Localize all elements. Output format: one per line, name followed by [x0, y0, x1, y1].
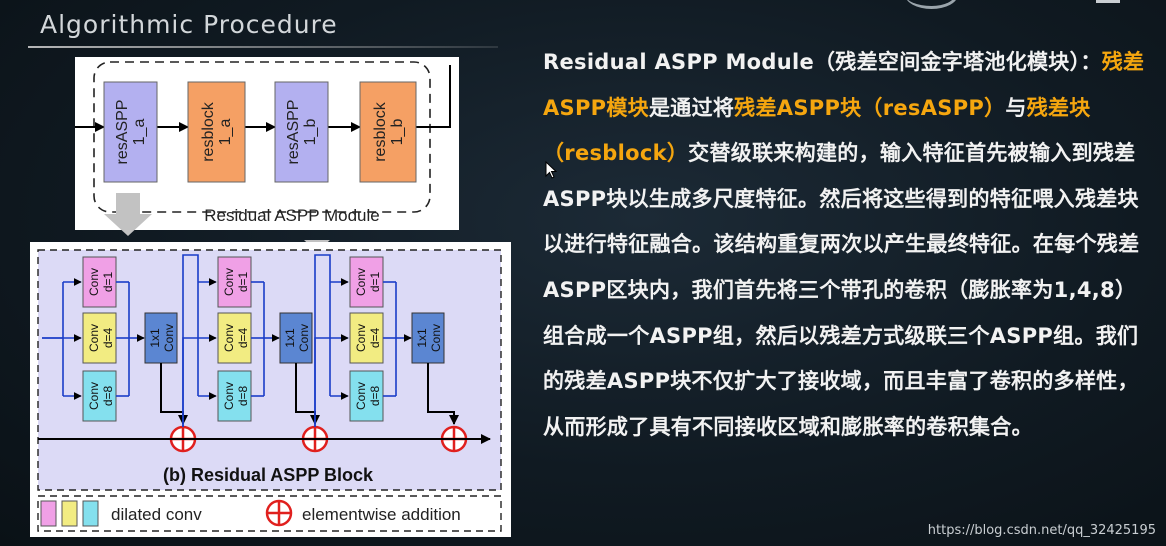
residual-aspp-figure: resASPP1_a resblock1_a resASPP1_b resblo… — [30, 57, 511, 537]
conv-1x1-label: 1x1Conv — [415, 324, 443, 352]
dilated-conv-label: Convd=4 — [87, 324, 115, 352]
gray-arrow-head — [104, 214, 152, 236]
dilated-conv-box — [217, 370, 252, 422]
block-caption: (b) Residual ASPP Block — [163, 465, 374, 485]
resblock-1a-label: resblock1_a — [200, 101, 234, 162]
paragraph-text: 与 — [1005, 95, 1027, 120]
legend-swatch-yellow — [61, 500, 78, 527]
dilated-conv-label: Convd=8 — [354, 382, 382, 410]
legend-add-label: elementwise addition — [302, 505, 461, 524]
conv-1x1-box — [144, 312, 178, 364]
dilated-conv-box — [217, 256, 252, 308]
dilated-conv-label: Convd=8 — [222, 382, 250, 410]
dilated-conv-label: Convd=1 — [354, 268, 382, 296]
paragraph-text: 是通过将 — [648, 95, 735, 120]
title-underline — [28, 46, 498, 48]
dilated-conv-box — [82, 370, 117, 422]
dilated-conv-label: Convd=1 — [222, 268, 250, 296]
mouse-cursor-icon — [545, 161, 557, 179]
dilated-conv-box — [349, 370, 384, 422]
resaspp-1b-block — [274, 81, 329, 183]
conv-1x1-label: 1x1Conv — [283, 324, 311, 352]
csdn-watermark: https://blog.csdn.net/qq_32425195 — [927, 523, 1156, 538]
resblock-1a-block — [187, 81, 246, 183]
module-dashed-border — [93, 61, 431, 213]
legend-dilated-label: dilated conv — [111, 505, 202, 524]
slide-title: Algorithmic Procedure — [40, 10, 338, 39]
highlight-term: 残差ASPP块（resASPP） — [734, 95, 1006, 120]
resblock-1b-label: resblock1_b — [372, 101, 406, 162]
resaspp-1a-block — [103, 81, 158, 183]
resaspp-1a-label: resASPP1_a — [114, 100, 148, 165]
dilated-conv-box — [82, 312, 117, 364]
highlight-term: 残差块（resblock） — [543, 95, 1091, 166]
highlight-term: 残差ASPP模块 — [543, 50, 1145, 120]
legend-swatch-cyan — [82, 500, 99, 527]
resblock-1b-block — [359, 81, 417, 183]
dilated-conv-label: Convd=4 — [354, 324, 382, 352]
dilated-conv-box — [349, 256, 384, 308]
decorative-dash — [1096, 0, 1120, 3]
paragraph-text: 交替级联来构建的，输入特征首先被输入到残差ASPP块以生成多尺度特征。然后将这些… — [543, 141, 1140, 439]
to-addition-arrow — [427, 363, 459, 425]
dilated-conv-label: Convd=8 — [87, 382, 115, 410]
paragraph-text: Residual ASPP Module（残差空间金字塔池化模块）： — [543, 50, 1102, 74]
gray-arrow-stem — [116, 193, 140, 215]
legend-add-icon — [265, 499, 293, 527]
resaspp-1b-label: resASPP1_b — [285, 100, 319, 165]
group-input-line — [182, 337, 198, 427]
dilated-conv-box — [217, 312, 252, 364]
group-input-line — [314, 337, 330, 427]
description-paragraph: Residual ASPP Module（残差空间金字塔池化模块）：残差ASPP… — [543, 40, 1153, 450]
module-caption: Residual ASPP Module — [204, 206, 379, 225]
decorative-arc — [905, 0, 958, 9]
conv-1x1-label: 1x1Conv — [148, 324, 176, 352]
dilated-conv-label: Convd=4 — [222, 324, 250, 352]
legend-swatch-pink — [40, 500, 57, 527]
dilated-conv-box — [349, 312, 384, 364]
dilated-conv-label: Convd=1 — [87, 268, 115, 296]
